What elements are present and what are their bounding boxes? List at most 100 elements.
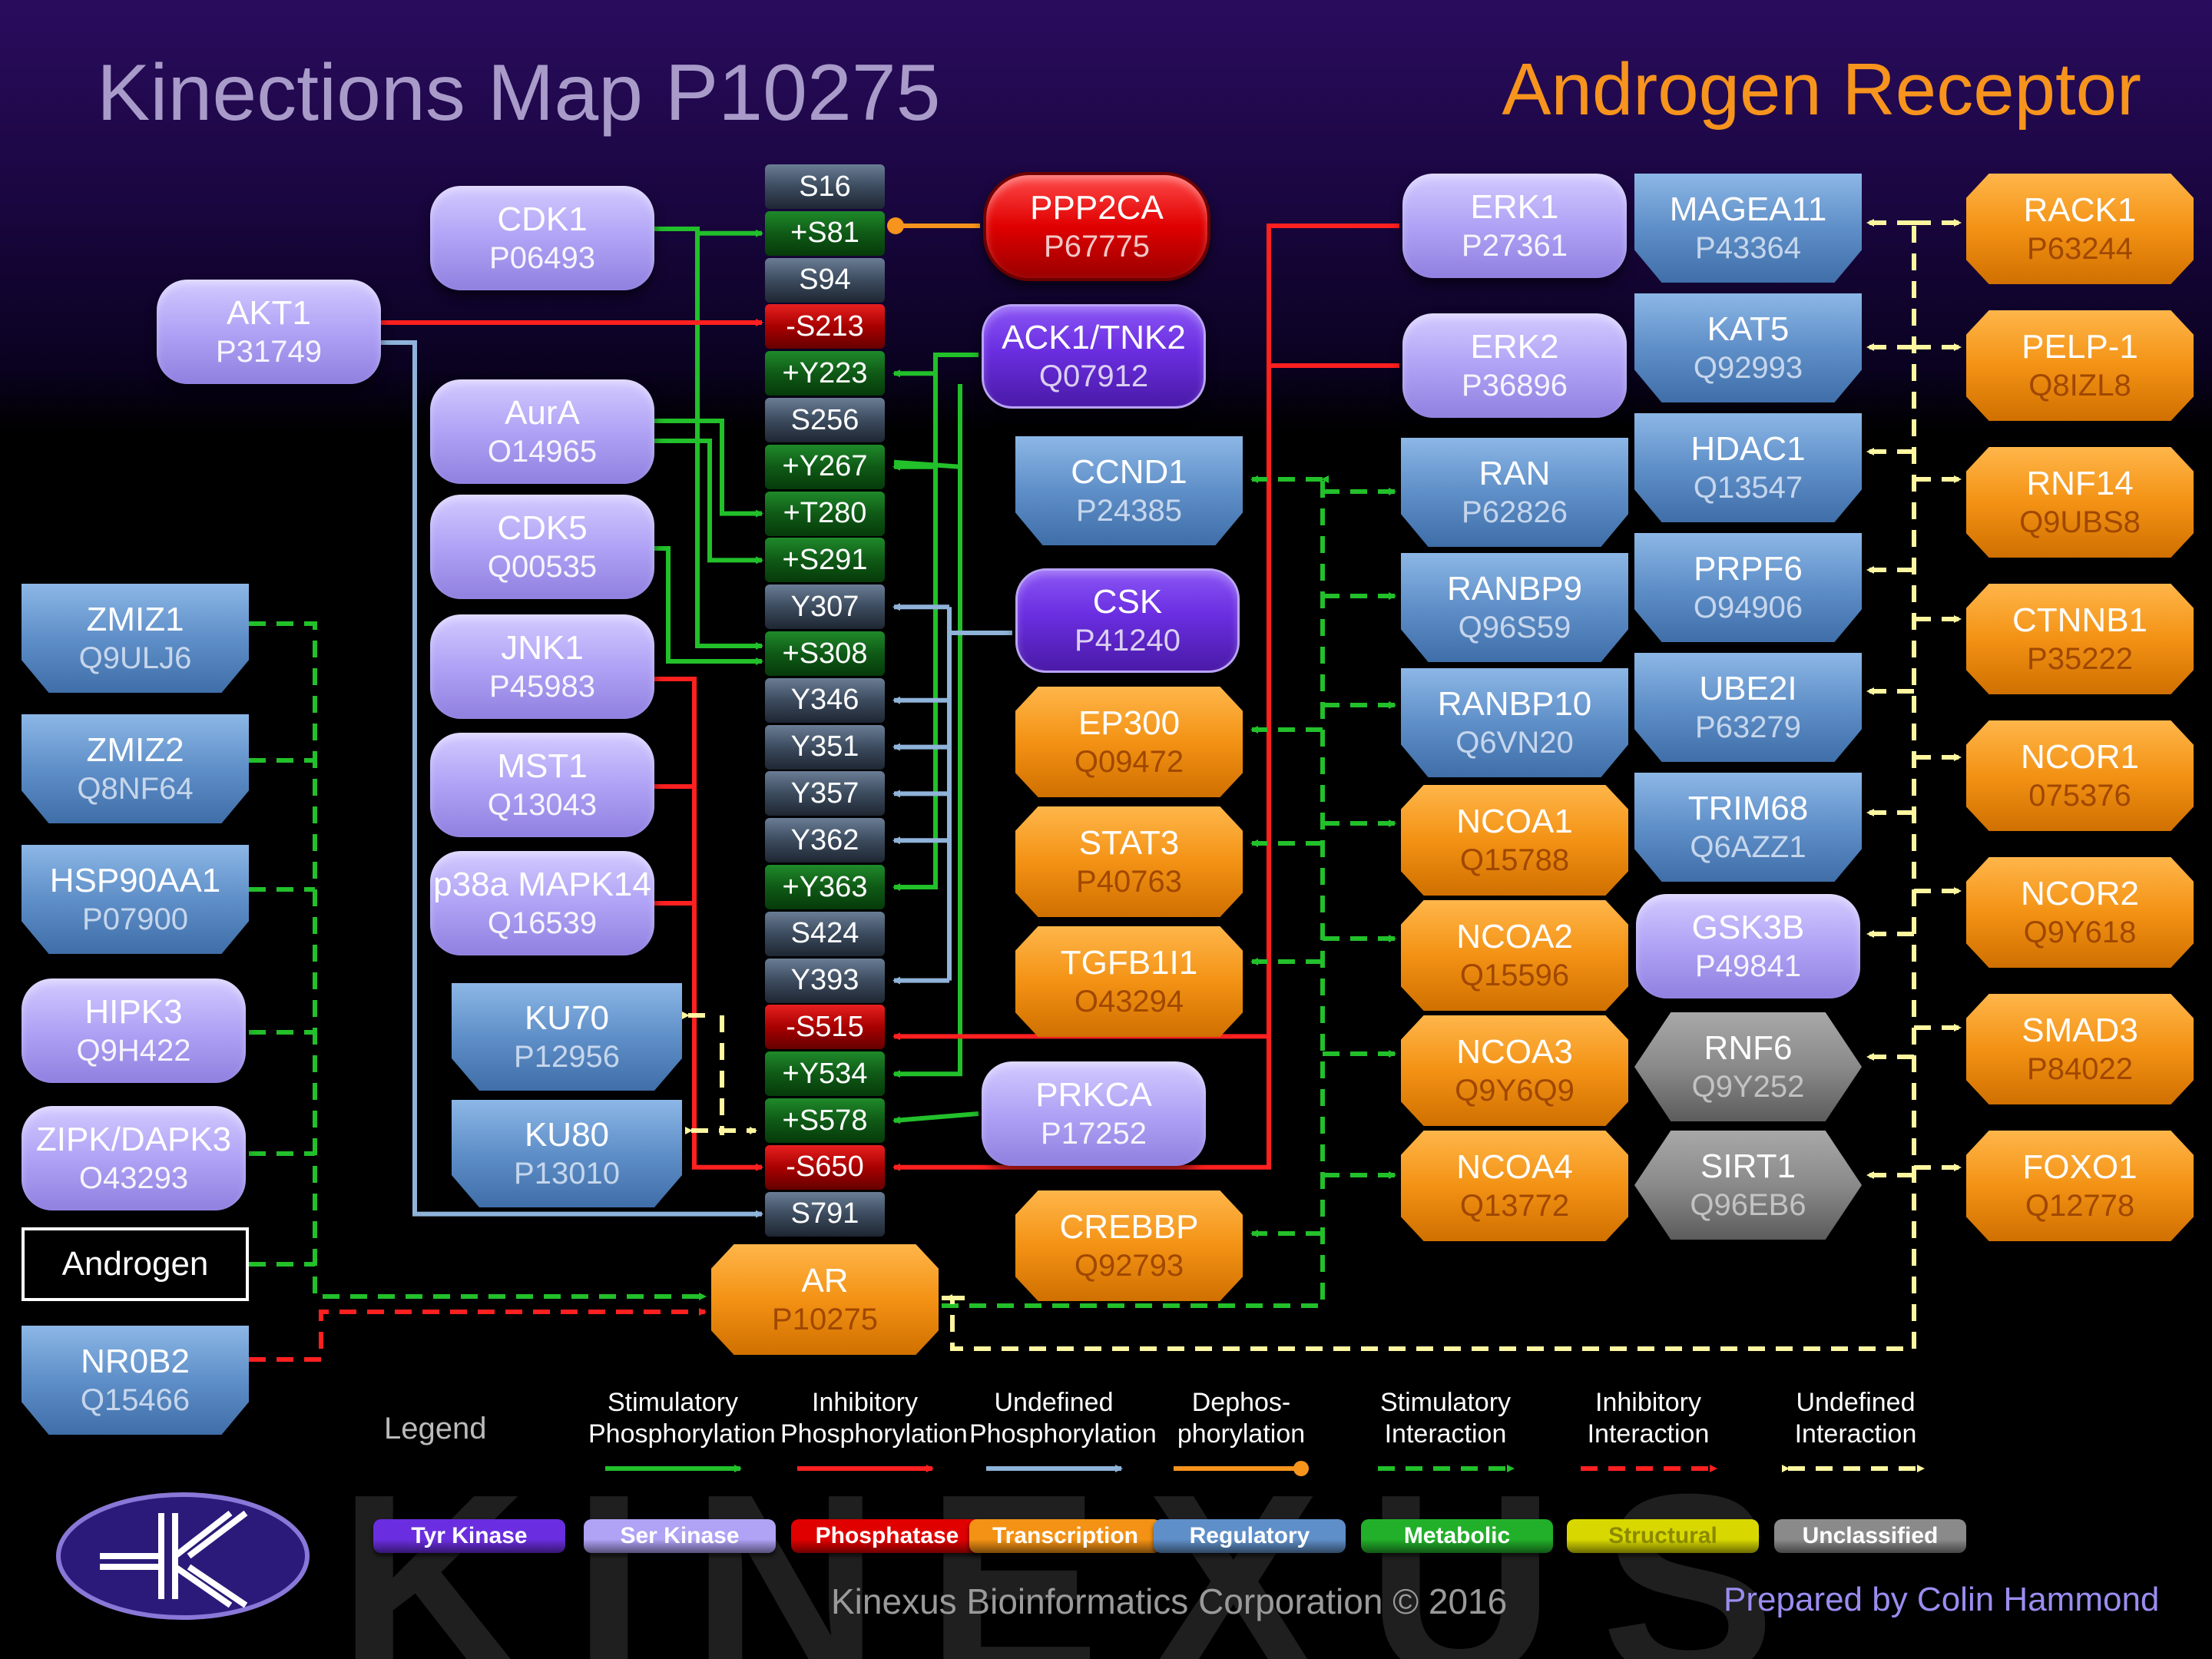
site-y363[interactable]: +Y363 xyxy=(765,865,885,909)
legend-item-line2: Phosphorylation xyxy=(969,1419,1157,1449)
site-y534[interactable]: +Y534 xyxy=(765,1051,885,1097)
legend-dephos-dot xyxy=(1293,1461,1309,1476)
legend-item-line2: Interaction xyxy=(1384,1419,1507,1449)
legend-item-line1: Stimulatory xyxy=(607,1388,739,1417)
site-s424[interactable]: S424 xyxy=(765,911,885,956)
category-tyr-kinase: Tyr Kinase xyxy=(373,1519,565,1553)
site-s291[interactable]: +S291 xyxy=(765,538,885,583)
site-y357[interactable]: Y357 xyxy=(765,771,885,816)
site-y351[interactable]: Y351 xyxy=(765,724,885,770)
site-s94[interactable]: S94 xyxy=(765,257,885,303)
category-transcription: Transcription xyxy=(969,1519,1161,1553)
edge-ar-trunk xyxy=(942,479,1325,1308)
legend-item-line2: phorylation xyxy=(1177,1419,1306,1449)
site-s515[interactable]: -S515 xyxy=(765,1005,885,1050)
edge-ppp2ca-dot xyxy=(887,217,904,234)
edge-ack1-y223 xyxy=(892,353,979,378)
site-s16[interactable]: S16 xyxy=(765,164,885,209)
site-s650[interactable]: -S650 xyxy=(765,1144,885,1190)
node-androgen[interactable]: Androgen xyxy=(22,1227,249,1301)
site-s81[interactable]: +S81 xyxy=(765,210,885,256)
category-regulatory: Regulatory xyxy=(1154,1519,1346,1553)
site-s578[interactable]: +S578 xyxy=(765,1098,885,1143)
edge-left-trunk xyxy=(249,621,707,1300)
category-ser-kinase: Ser Kinase xyxy=(584,1519,776,1553)
site-s308[interactable]: +S308 xyxy=(765,631,885,676)
legend-item-line1: Inhibitory xyxy=(1595,1388,1701,1417)
category-phosphatase: Phosphatase xyxy=(791,1519,983,1553)
edge-cdk5-s308 xyxy=(654,546,763,665)
site-s213[interactable]: -S213 xyxy=(765,304,885,349)
site-y223[interactable]: +Y223 xyxy=(765,351,885,396)
legend-item-line2: Interaction xyxy=(1587,1419,1710,1449)
site-s256[interactable]: S256 xyxy=(765,398,885,442)
site-y346[interactable]: Y346 xyxy=(765,677,885,723)
legend-item-3: Dephos-phorylation xyxy=(1157,1387,1326,1450)
legend-item-line1: Undefined xyxy=(994,1388,1114,1417)
legend-label: Legend xyxy=(384,1412,487,1445)
site-y267[interactable]: +Y267 xyxy=(765,444,885,489)
site-s791[interactable]: S791 xyxy=(765,1191,885,1237)
site-y307[interactable]: Y307 xyxy=(765,584,885,630)
site-y393[interactable]: Y393 xyxy=(765,958,885,1003)
edge-aura-t280 xyxy=(654,419,763,518)
site-y362[interactable]: Y362 xyxy=(765,818,885,863)
site-t280[interactable]: +T280 xyxy=(765,491,885,536)
edge-cdk1-s308 xyxy=(695,229,763,650)
